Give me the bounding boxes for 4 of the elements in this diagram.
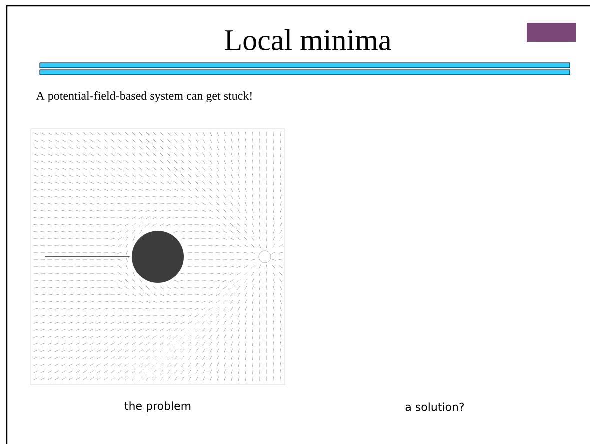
caption: the problem (124, 402, 191, 412)
caption: a solution? (406, 402, 464, 412)
slide-title: Local minima (225, 29, 392, 51)
body-text: A potential-field-based system can get stuck! (36, 91, 252, 102)
